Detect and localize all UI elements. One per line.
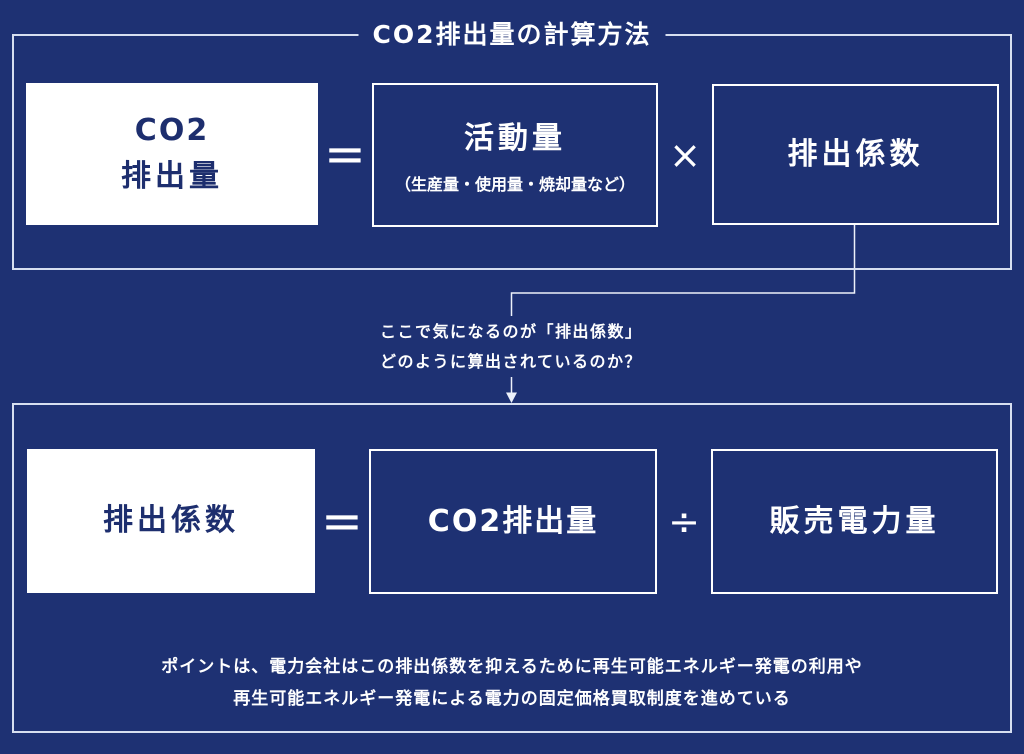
emission-factor-result-box: 排出係数 <box>27 449 315 593</box>
multiply-operator: × <box>669 133 701 177</box>
bottom-note-line1: ポイントは、電力会社はこの排出係数を抑えるために再生可能エネルギー発電の利用や <box>161 657 863 677</box>
activity-sublabel: （生産量・使用量・焼却量など） <box>394 174 635 194</box>
co2-box-line1: CO2 <box>134 113 210 148</box>
bottom-formula-frame: 排出係数 = CO2排出量 ÷ 販売電力量 ポイントは、電力会社はこの排出係数を… <box>12 403 1012 733</box>
connector-note-line2: どのように算出されているのか？ <box>380 352 643 371</box>
co2-box-line2: 排出量 <box>121 159 223 194</box>
connector-note-line1: ここで気になるのが「排出係数」 <box>380 322 643 341</box>
bottom-note-line2: 再生可能エネルギー発電による電力の固定価格買取制度を進めている <box>233 689 791 709</box>
co2-emissions-box-bottom: CO2排出量 <box>369 449 657 594</box>
emission-factor-box-top: 排出係数 <box>712 84 999 225</box>
co2-emissions-result-box: CO2 排出量 <box>26 83 318 225</box>
equals-operator-top: = <box>324 125 366 183</box>
co2-emissions-label-bottom: CO2排出量 <box>427 503 599 539</box>
equals-operator-bottom: = <box>321 492 363 550</box>
connector-note: ここで気になるのが「排出係数」 どのように算出されているのか？ <box>380 317 643 377</box>
arrow-down-icon <box>506 392 517 403</box>
sold-electricity-label: 販売電力量 <box>769 503 940 539</box>
activity-amount-box: 活動量 （生産量・使用量・焼却量など） <box>372 83 658 227</box>
sold-electricity-box: 販売電力量 <box>711 449 998 594</box>
top-formula-frame: CO2排出量の計算方法 CO2 排出量 = 活動量 （生産量・使用量・焼却量など… <box>12 20 1012 270</box>
diagram-title: CO2排出量の計算方法 <box>358 20 666 50</box>
bottom-note: ポイントは、電力会社はこの排出係数を抑えるために再生可能エネルギー発電の利用や … <box>14 651 1010 715</box>
emission-factor-label-bottom: 排出係数 <box>103 503 239 538</box>
activity-label: 活動量 <box>464 120 566 156</box>
emission-factor-label-top: 排出係数 <box>787 136 924 172</box>
divide-operator: ÷ <box>668 499 700 544</box>
